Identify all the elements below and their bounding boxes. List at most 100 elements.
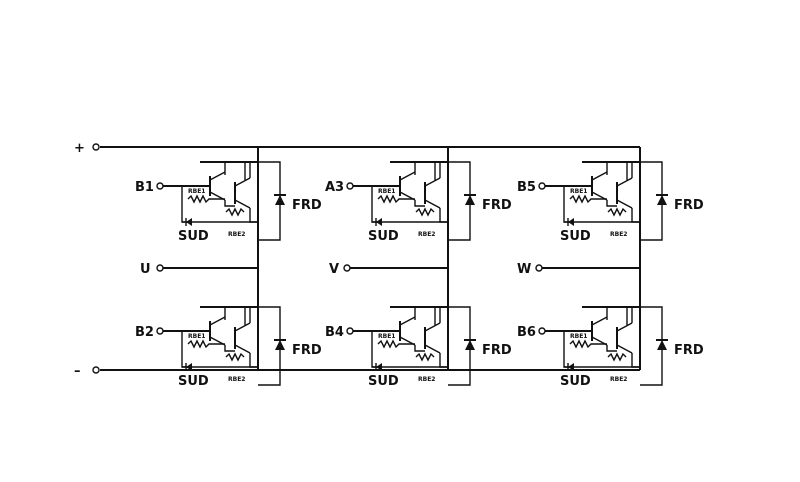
base-terminal [538,327,546,335]
frd-label: FRD [674,343,704,358]
base-label: B6 [517,325,536,340]
base-label: B1 [135,180,154,195]
resistor-rbe2 [225,207,245,217]
transistor-1 [591,171,608,201]
resistor-rbe2 [225,352,245,362]
frd-label: FRD [482,343,512,358]
output-label-w: W [517,262,531,277]
resistor-rbe2 [415,207,435,217]
sud-label: SUD [560,374,591,389]
rbe2-label: RBE2 [418,376,435,383]
frd-loop [258,161,281,241]
output-label-u: U [140,262,151,277]
negative-label: – [74,364,81,379]
rbe2-label: RBE2 [610,376,627,383]
sud-diode-icon [186,363,192,371]
rbe2-label: RBE2 [228,376,245,383]
frd-loop [258,306,281,386]
transistor-1 [399,316,416,346]
frd-loop [448,161,471,241]
resistor-rbe1 [569,339,607,349]
sud-diode-icon [376,218,382,226]
resistor-rbe1 [569,194,607,204]
emitter-link [606,345,617,352]
rbe1-label: RBE1 [570,333,587,340]
output-emitter [439,307,448,368]
transistor-2 [234,177,251,209]
negative-terminal [92,366,100,374]
base-terminal [346,182,354,190]
frd-loop [640,161,663,241]
emitter-link [224,345,235,352]
rbe2-label: RBE2 [228,231,245,238]
frd-label: FRD [674,198,704,213]
transistor-2 [424,177,441,209]
rbe1-label: RBE1 [378,188,395,195]
emitter-link [414,200,425,207]
transistor-1 [209,171,226,201]
rbe2-label: RBE2 [418,231,435,238]
sud-label: SUD [368,229,399,244]
output-terminal-u [156,264,164,272]
sud-label: SUD [178,374,209,389]
base-label: A3 [325,180,344,195]
frd-label: FRD [292,198,322,213]
base-terminal [346,327,354,335]
resistor-rbe2 [607,207,627,217]
sud-diode-icon [376,363,382,371]
transistor-2 [234,322,251,354]
frd-diode-icon [657,340,667,350]
emitter-link [224,200,235,207]
output-emitter [249,162,258,223]
frd-diode-icon [275,195,285,205]
output-emitter [631,307,640,368]
output-terminal-v [343,264,351,272]
transistor-1 [591,316,608,346]
output-emitter [631,162,640,223]
base-terminal [538,182,546,190]
transistor-2 [424,322,441,354]
positive-label: + [74,141,85,156]
sud-diode-icon [568,363,574,371]
frd-label: FRD [292,343,322,358]
resistor-rbe1 [377,339,415,349]
base-terminal [156,182,164,190]
sud-diode-icon [186,218,192,226]
transistor-1 [209,316,226,346]
rbe1-label: RBE1 [188,188,205,195]
frd-diode-icon [275,340,285,350]
rbe1-label: RBE1 [188,333,205,340]
transistor-2 [616,177,633,209]
emitter-link [606,200,617,207]
frd-loop [448,306,471,386]
sud-label: SUD [560,229,591,244]
transistor-1 [399,171,416,201]
resistor-rbe1 [187,194,225,204]
frd-label: FRD [482,198,512,213]
sud-label: SUD [178,229,209,244]
sud-label: SUD [368,374,399,389]
resistor-rbe1 [377,194,415,204]
output-emitter [439,162,448,223]
resistor-rbe1 [187,339,225,349]
output-emitter [249,307,258,368]
rbe2-label: RBE2 [610,231,627,238]
sud-diode-icon [568,218,574,226]
frd-diode-icon [465,195,475,205]
output-terminal-w [535,264,543,272]
emitter-link [414,345,425,352]
base-terminal [156,327,164,335]
frd-diode-icon [465,340,475,350]
rbe1-label: RBE1 [378,333,395,340]
base-label: B5 [517,180,536,195]
positive-terminal [92,143,100,151]
base-label: B4 [325,325,344,340]
output-label-v: V [329,262,339,277]
